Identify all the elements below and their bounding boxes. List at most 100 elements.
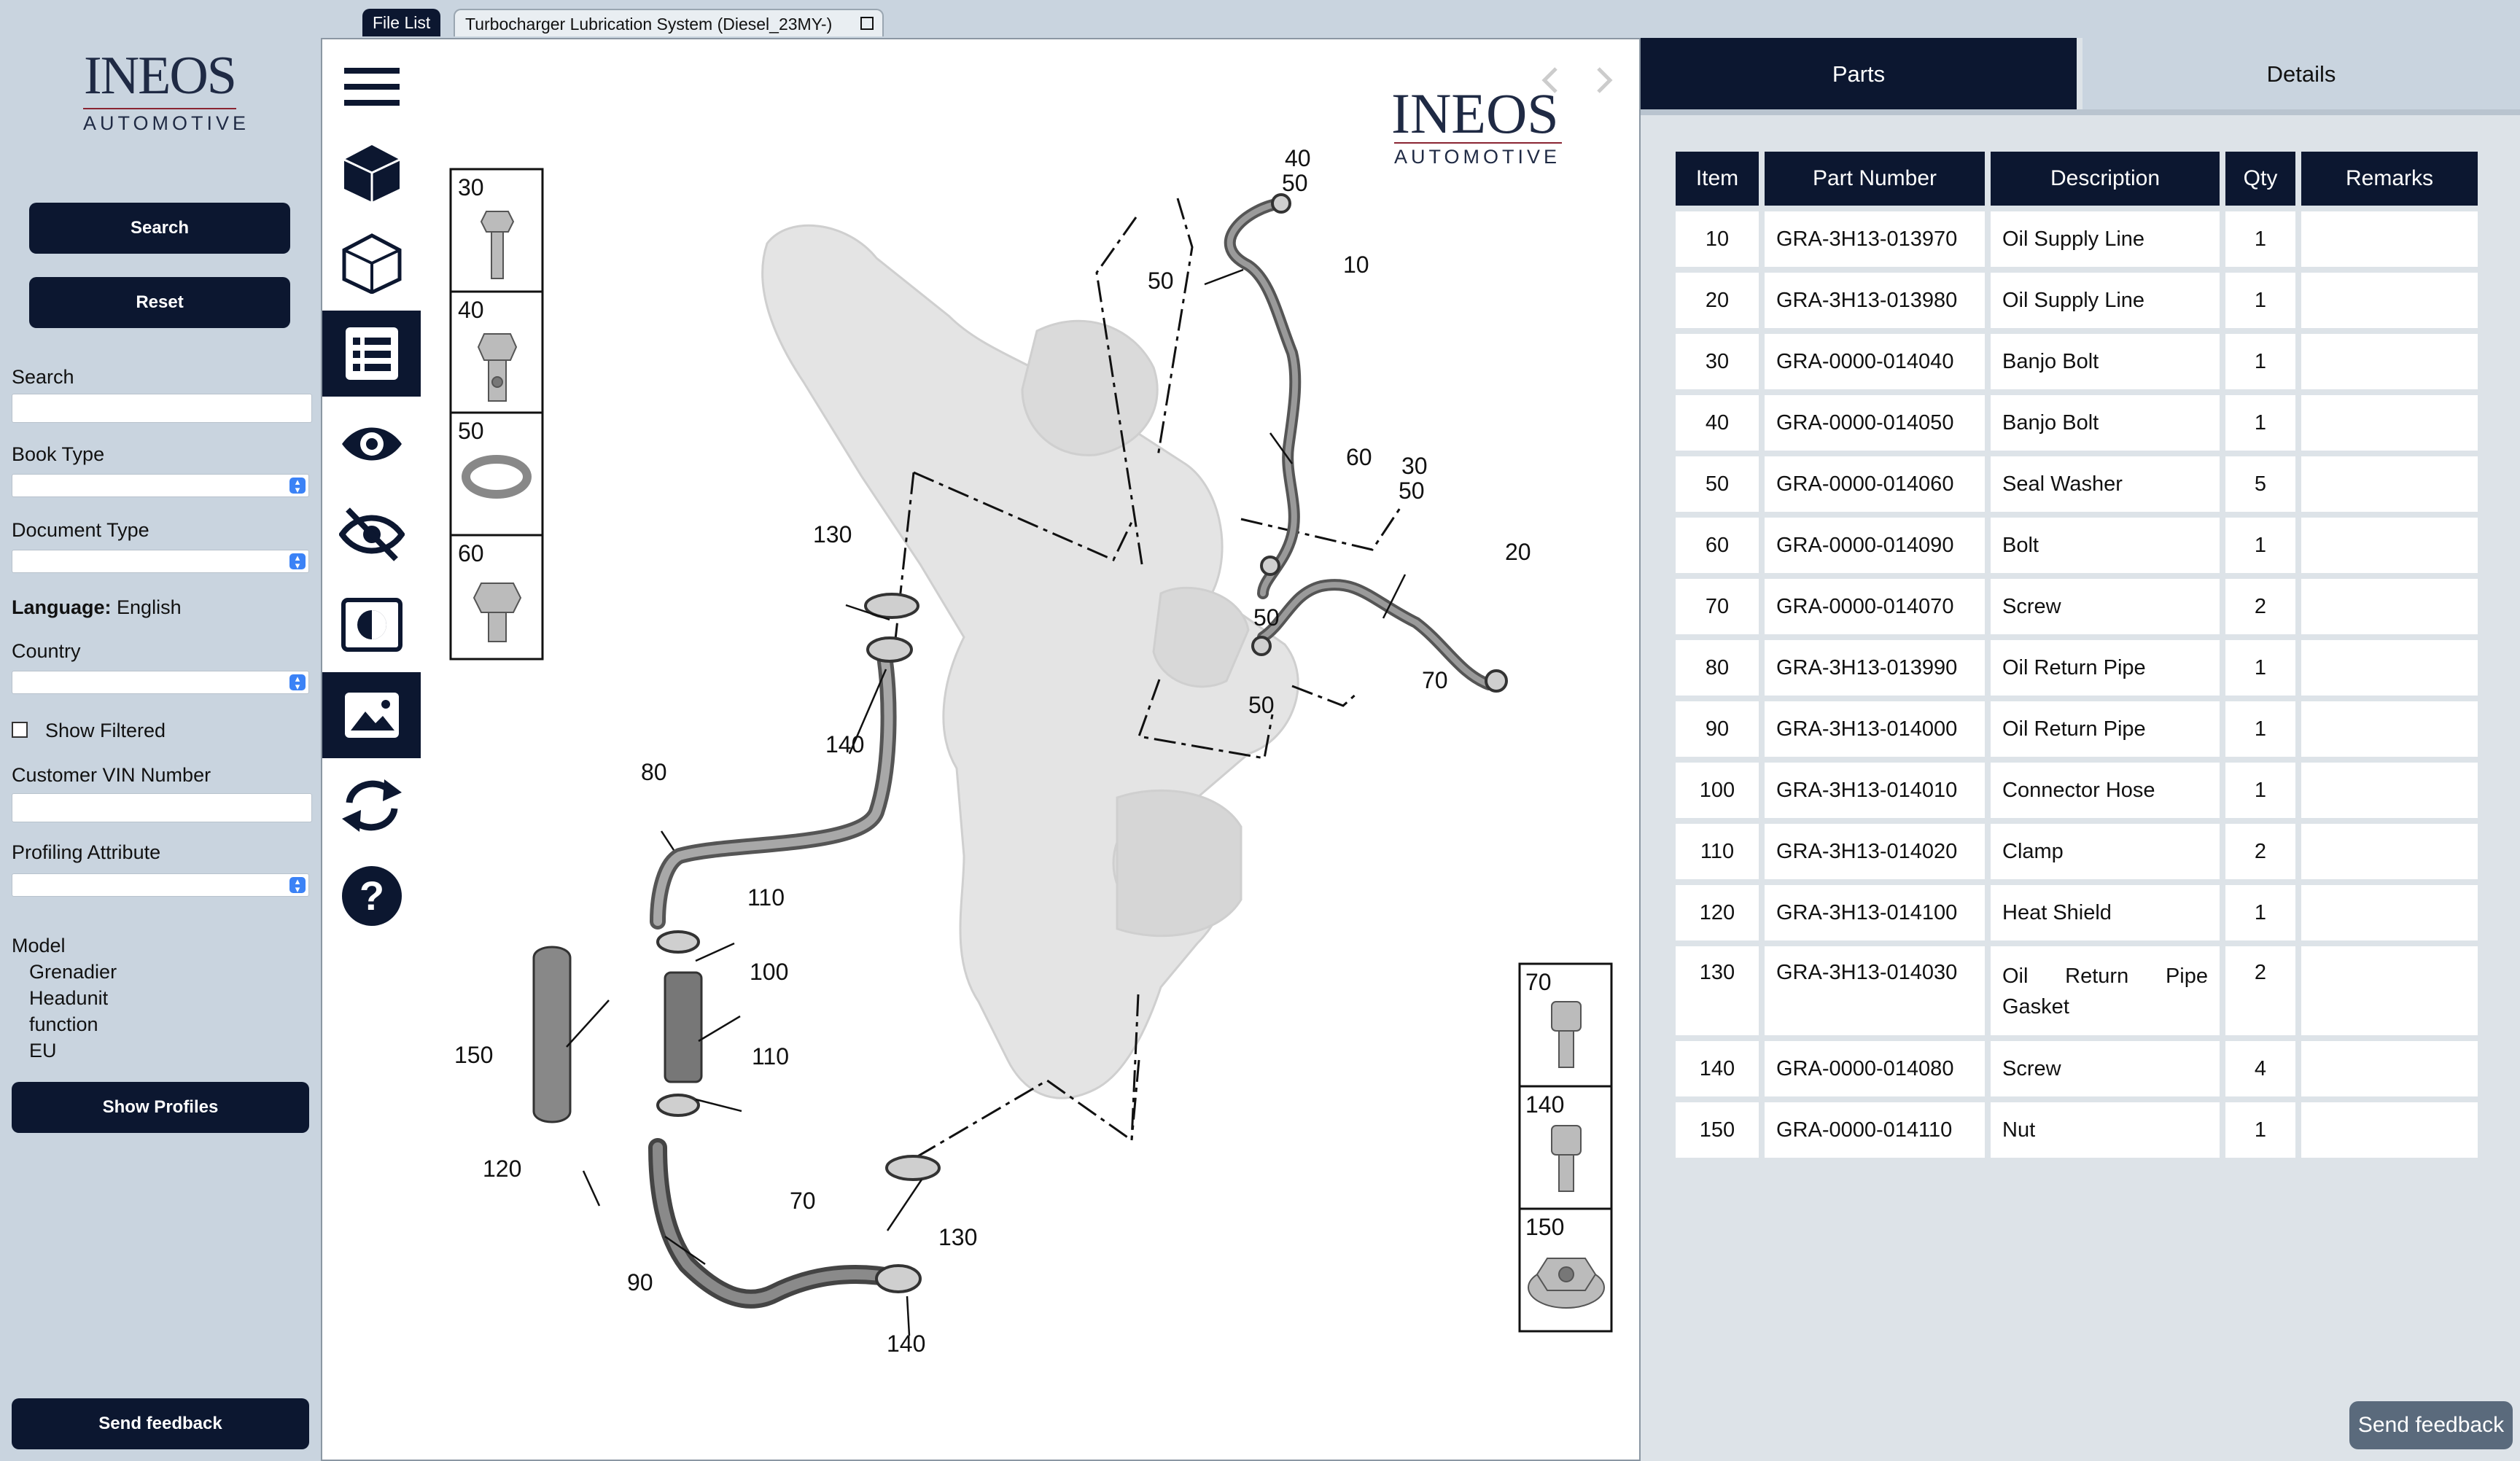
table-row[interactable]: 40 GRA-0000-014050 Banjo Bolt 1 (1676, 395, 2478, 451)
diagram-logo-brand: INEOS (1391, 82, 1559, 145)
column-header-part-number[interactable]: Part Number (1765, 152, 1985, 206)
cell-part-number: GRA-3H13-014020 (1765, 824, 1985, 879)
model-value: Grenadier (29, 961, 117, 983)
reset-button[interactable]: Reset (29, 277, 290, 328)
legend-label: 140 (1525, 1091, 1564, 1118)
sidebar: INEOS AUTOMOTIVE Search Reset Search Boo… (0, 0, 321, 1461)
eye-icon (341, 427, 402, 461)
cell-remarks (2301, 334, 2478, 389)
exploded-parts-diagram[interactable]: 40 50 10 50 60 30 50 20 130 50 50 70 140… (322, 39, 1639, 1460)
column-header-qty[interactable]: Qty (2225, 152, 2295, 206)
tab-turbocharger-lubrication[interactable]: Turbocharger Lubrication System (Diesel_… (454, 9, 884, 36)
send-feedback-button[interactable]: Send feedback (12, 1398, 309, 1449)
refresh-button[interactable] (322, 763, 421, 849)
cell-remarks (2301, 763, 2478, 818)
next-page-icon[interactable] (1597, 67, 1613, 93)
callout: 50 (1399, 478, 1425, 504)
tab-parts[interactable]: Parts (1641, 38, 2077, 109)
image-view-button[interactable] (322, 672, 421, 758)
cell-part-number: GRA-0000-014070 (1765, 579, 1985, 634)
column-header-item[interactable]: Item (1676, 152, 1759, 206)
logo-sub: AUTOMOTIVE (83, 108, 246, 135)
show-button[interactable] (322, 401, 421, 487)
callout: 110 (747, 884, 785, 911)
table-row[interactable]: 30 GRA-0000-014040 Banjo Bolt 1 (1676, 334, 2478, 389)
seal-washer-icon (462, 455, 532, 499)
parts-list-button[interactable] (322, 311, 421, 397)
table-row[interactable]: 70 GRA-0000-014070 Screw 2 (1676, 579, 2478, 634)
cell-part-number: GRA-0000-014110 (1765, 1102, 1985, 1158)
help-icon: ? (341, 866, 402, 926)
table-row[interactable]: 60 GRA-0000-014090 Bolt 1 (1676, 518, 2478, 573)
tab-file-list[interactable]: File List (362, 9, 441, 36)
callout: 70 (790, 1188, 816, 1214)
highlight-icon (341, 598, 402, 652)
model-value: EU (29, 1040, 57, 1061)
table-row[interactable]: 120 GRA-3H13-014100 Heat Shield 1 (1676, 885, 2478, 940)
cell-description: Banjo Bolt (1991, 334, 2220, 389)
language-value: English (117, 596, 182, 618)
search-input[interactable] (12, 394, 312, 423)
cell-description: Oil Return Pipe Gasket (1991, 946, 2220, 1035)
cell-item: 10 (1676, 211, 1759, 267)
cell-qty: 1 (2225, 518, 2295, 573)
vin-input[interactable] (12, 793, 312, 822)
hide-button[interactable] (322, 491, 421, 577)
highlight-button[interactable] (322, 582, 421, 668)
screw-icon (1551, 1001, 1582, 1068)
select-arrows-icon: ▴▾ (289, 674, 306, 691)
wireframe-view-button[interactable] (322, 220, 421, 306)
cell-remarks (2301, 273, 2478, 328)
cell-description: Oil Supply Line (1991, 273, 2220, 328)
prev-page-icon[interactable] (1541, 67, 1558, 93)
cube-icon (343, 145, 400, 202)
table-row[interactable]: 90 GRA-3H13-014000 Oil Return Pipe 1 (1676, 701, 2478, 757)
callout: 140 (887, 1331, 925, 1357)
table-row[interactable]: 130 GRA-3H13-014030 Oil Return Pipe Gask… (1676, 946, 2478, 1035)
table-row[interactable]: 50 GRA-0000-014060 Seal Washer 5 (1676, 456, 2478, 512)
callouts: 40 50 10 50 60 30 50 20 130 50 50 70 140… (454, 145, 1531, 1357)
logo-brand: INEOS (84, 46, 237, 106)
callout: 120 (483, 1156, 521, 1182)
tab-underline (1641, 109, 2520, 115)
cell-item: 60 (1676, 518, 1759, 573)
callout: 110 (752, 1043, 789, 1070)
table-row[interactable]: 100 GRA-3H13-014010 Connector Hose 1 (1676, 763, 2478, 818)
column-header-description[interactable]: Description (1991, 152, 2220, 206)
solid-view-button[interactable] (322, 130, 421, 216)
show-filtered-checkbox[interactable] (12, 722, 28, 738)
cell-description: Oil Supply Line (1991, 211, 2220, 267)
document-type-label: Document Type (12, 519, 149, 541)
column-header-remarks[interactable]: Remarks (2301, 152, 2478, 206)
cell-part-number: GRA-0000-014090 (1765, 518, 1985, 573)
profiling-select[interactable]: ▴▾ (12, 873, 309, 897)
cell-item: 50 (1676, 456, 1759, 512)
cell-item: 100 (1676, 763, 1759, 818)
table-row[interactable]: 140 GRA-0000-014080 Screw 4 (1676, 1041, 2478, 1096)
table-row[interactable]: 110 GRA-3H13-014020 Clamp 2 (1676, 824, 2478, 879)
country-select[interactable]: ▴▾ (12, 671, 309, 694)
cell-part-number: GRA-0000-014050 (1765, 395, 1985, 451)
cell-item: 130 (1676, 946, 1759, 1035)
document-type-select[interactable]: ▴▾ (12, 550, 309, 573)
cell-remarks (2301, 1041, 2478, 1096)
cell-qty: 2 (2225, 579, 2295, 634)
tab-close-icon[interactable] (860, 17, 874, 30)
send-feedback-floating-button[interactable]: Send feedback (2349, 1401, 2513, 1449)
table-row[interactable]: 20 GRA-3H13-013980 Oil Supply Line 1 (1676, 273, 2478, 328)
callout: 100 (750, 959, 788, 985)
search-button[interactable]: Search (29, 203, 290, 254)
callout: 130 (938, 1224, 977, 1250)
cell-description: Oil Return Pipe (1991, 701, 2220, 757)
show-profiles-button[interactable]: Show Profiles (12, 1082, 309, 1133)
cell-part-number: GRA-3H13-013990 (1765, 640, 1985, 696)
tab-details[interactable]: Details (2082, 38, 2520, 109)
table-row[interactable]: 10 GRA-3H13-013970 Oil Supply Line 1 (1676, 211, 2478, 267)
cell-qty: 1 (2225, 640, 2295, 696)
book-type-select[interactable]: ▴▾ (12, 474, 309, 497)
table-row[interactable]: 150 GRA-0000-014110 Nut 1 (1676, 1102, 2478, 1158)
table-row[interactable]: 80 GRA-3H13-013990 Oil Return Pipe 1 (1676, 640, 2478, 696)
language-label: Language: (12, 596, 112, 618)
menu-button[interactable] (322, 44, 421, 130)
help-button[interactable]: ? (322, 853, 421, 939)
